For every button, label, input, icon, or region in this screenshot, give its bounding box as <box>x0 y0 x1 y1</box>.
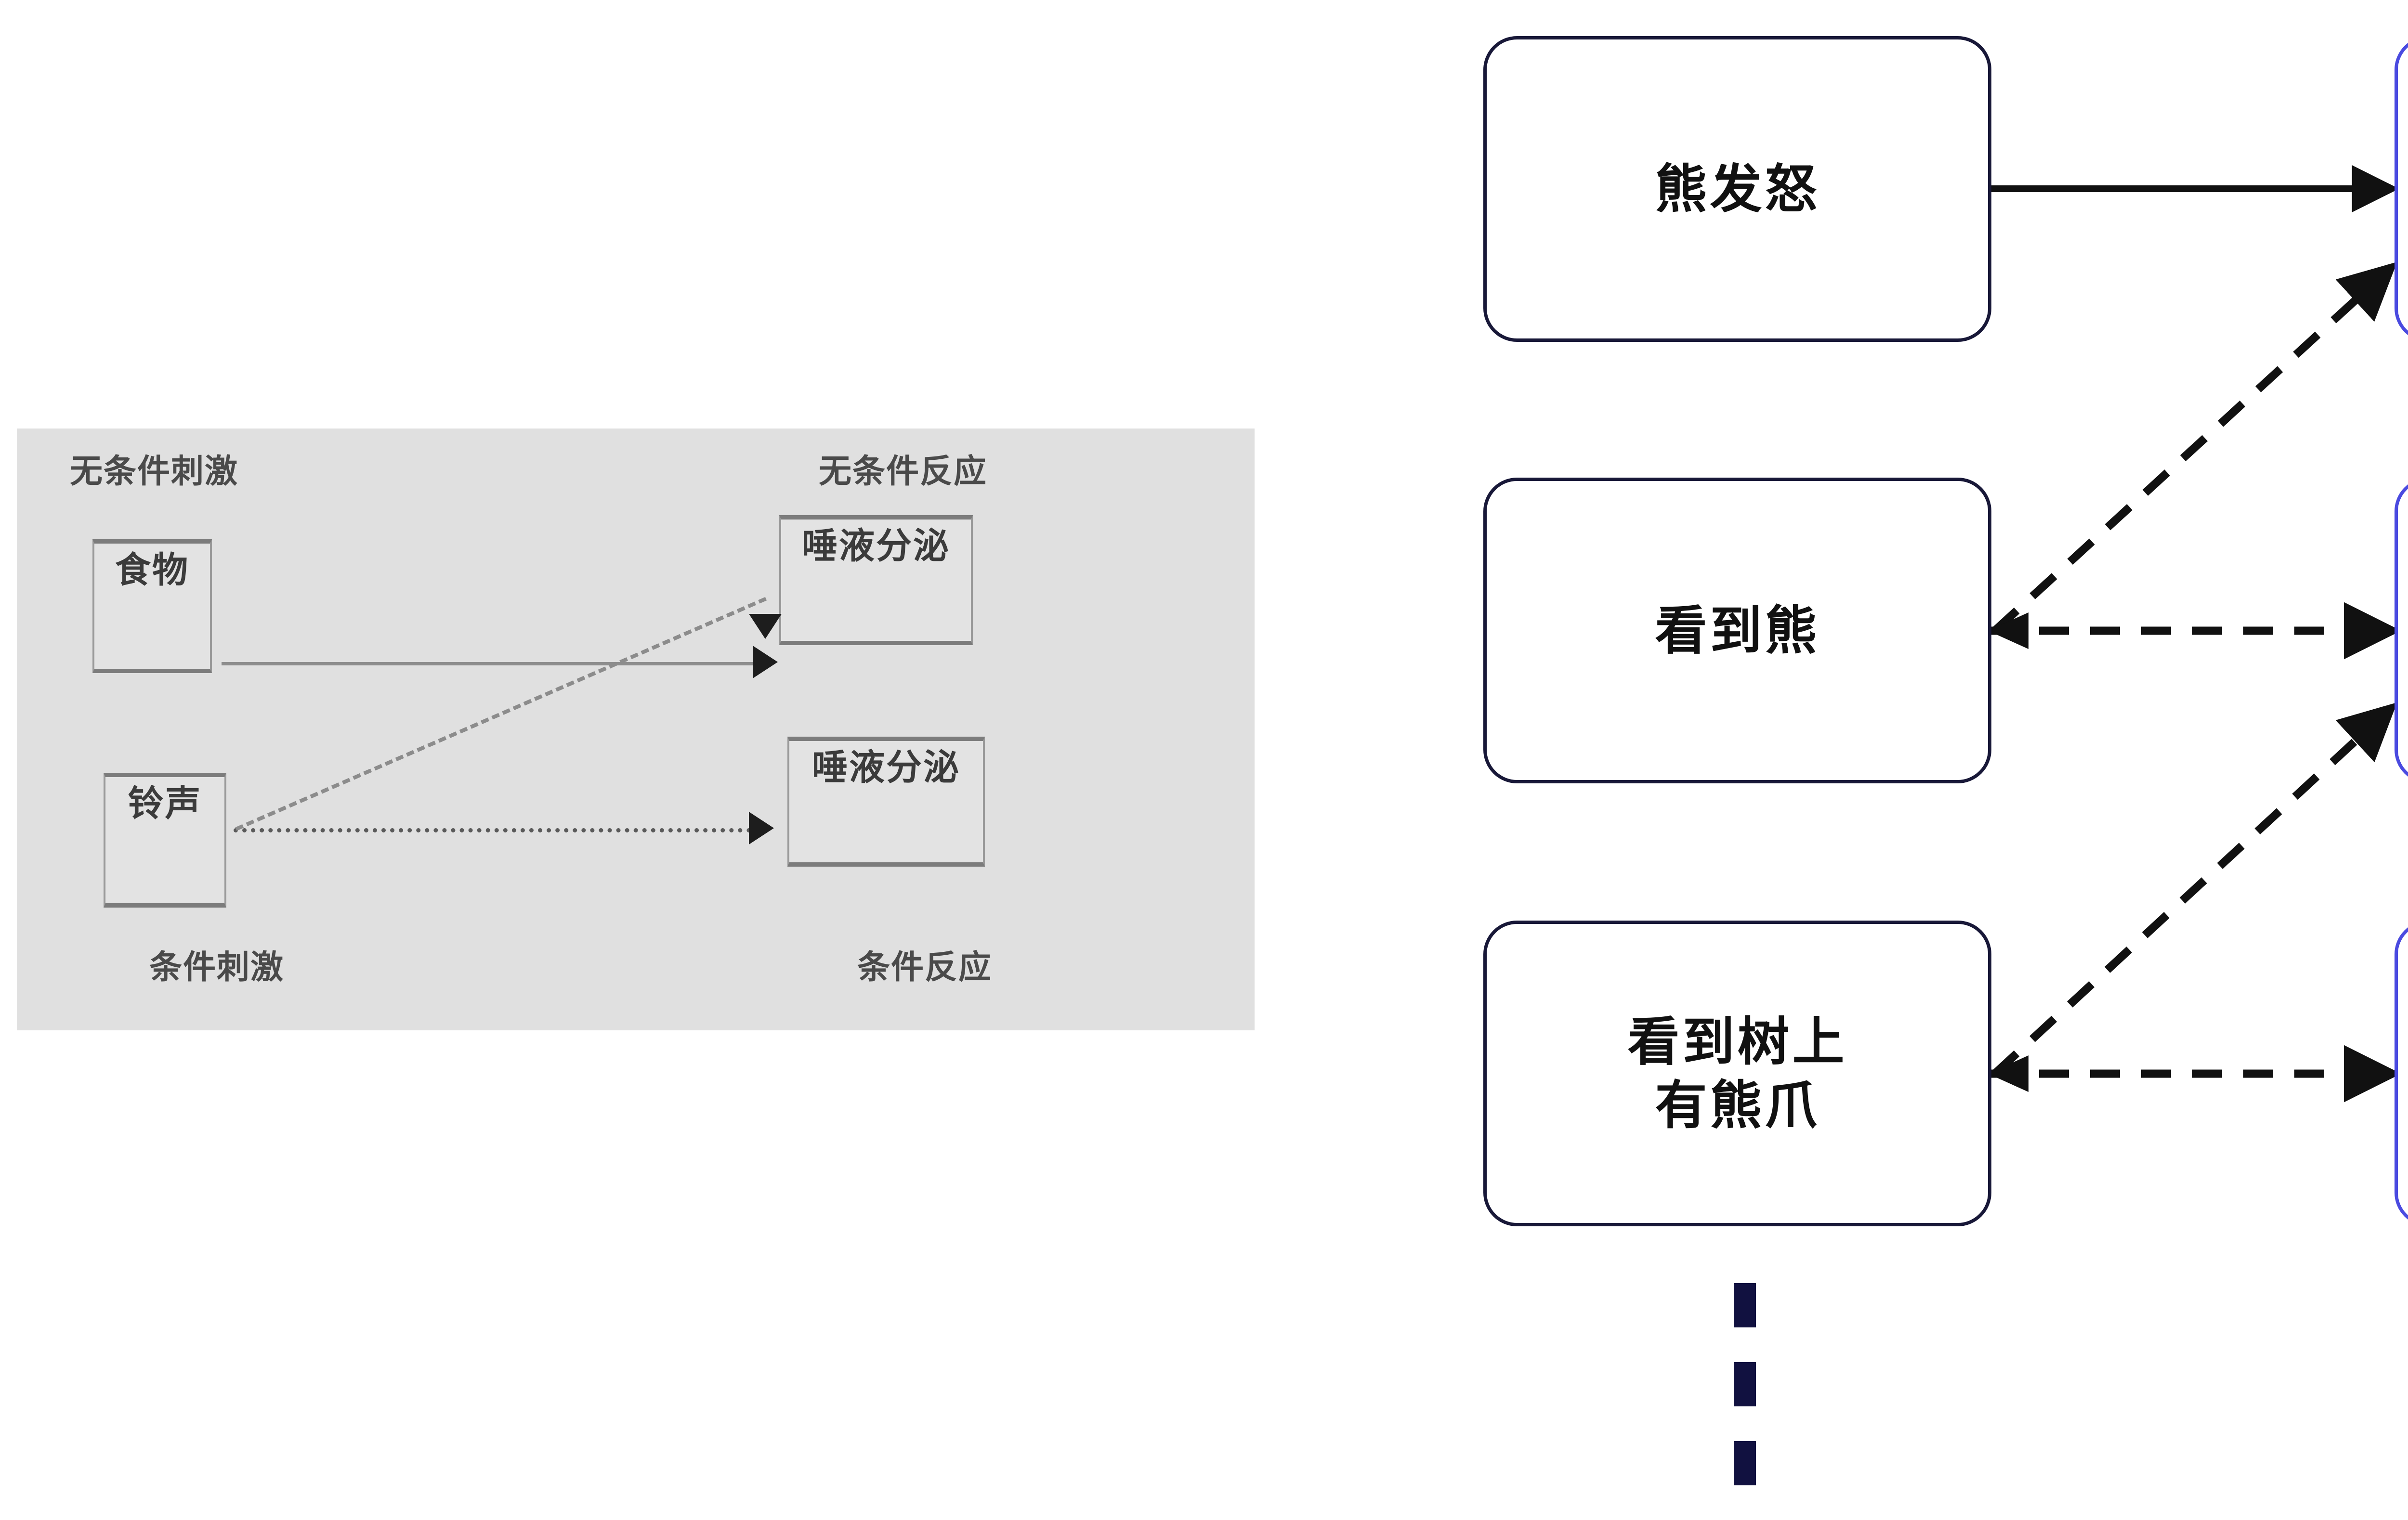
box-food-label: 食物 <box>115 550 189 590</box>
box-bell: 铃声 <box>104 773 226 908</box>
arrow-food-to-salivation-line <box>222 662 756 665</box>
classical-conditioning-panel: 无条件刺激 无条件反应 条件刺激 条件反应 食物 铃声 唾液分泌 唾液分泌 <box>17 429 1255 1030</box>
node-value-s-prime: V(s′) <box>2395 478 2408 783</box>
node-reward: 奖励 <box>2395 36 2408 342</box>
node-see-claw-marks-label: 看到树上 有熊爪 <box>1627 1012 1847 1134</box>
label-unconditioned-response: 无条件反应 <box>819 453 988 490</box>
ellipsis-dot <box>1734 1362 1756 1406</box>
arrow-bell-to-unconditioned-head <box>749 614 782 639</box>
node-bear-angry: 熊发怒 <box>1483 36 1991 342</box>
node-value-s: V(s) <box>2395 921 2408 1226</box>
node-see-claw-marks: 看到树上 有熊爪 <box>1483 921 1991 1226</box>
label-conditioned-response: 条件反应 <box>857 949 993 986</box>
rl-value-diagram: 熊发怒 看到熊 看到树上 有熊爪 奖励 V(s′) V(s) <box>1421 0 2408 1485</box>
arrow-bell-to-salivation-head <box>749 812 774 844</box>
ellipsis-left-column <box>1734 1283 1756 1520</box>
node-see-bear-label: 看到熊 <box>1655 601 1820 660</box>
box-salivation-conditioned: 唾液分泌 <box>787 737 985 867</box>
box-salivation-unconditioned: 唾液分泌 <box>779 515 973 645</box>
box-bell-label: 铃声 <box>128 783 202 823</box>
arrow-food-to-salivation-head <box>753 646 778 678</box>
node-see-bear: 看到熊 <box>1483 478 1991 783</box>
box-food: 食物 <box>92 539 212 673</box>
ellipsis-dot <box>1734 1441 1756 1485</box>
ellipsis-dot <box>1734 1283 1756 1327</box>
label-unconditioned-stimulus: 无条件刺激 <box>70 453 239 490</box>
box-salivation-conditioned-label: 唾液分泌 <box>812 747 960 787</box>
arrow-bell-to-salivation-line <box>234 828 751 832</box>
label-conditioned-stimulus: 条件刺激 <box>149 949 285 986</box>
box-salivation-unconditioned-label: 唾液分泌 <box>802 526 950 566</box>
node-bear-angry-label: 熊发怒 <box>1655 159 1820 218</box>
arrow-bell-to-unconditioned-line <box>235 597 767 831</box>
